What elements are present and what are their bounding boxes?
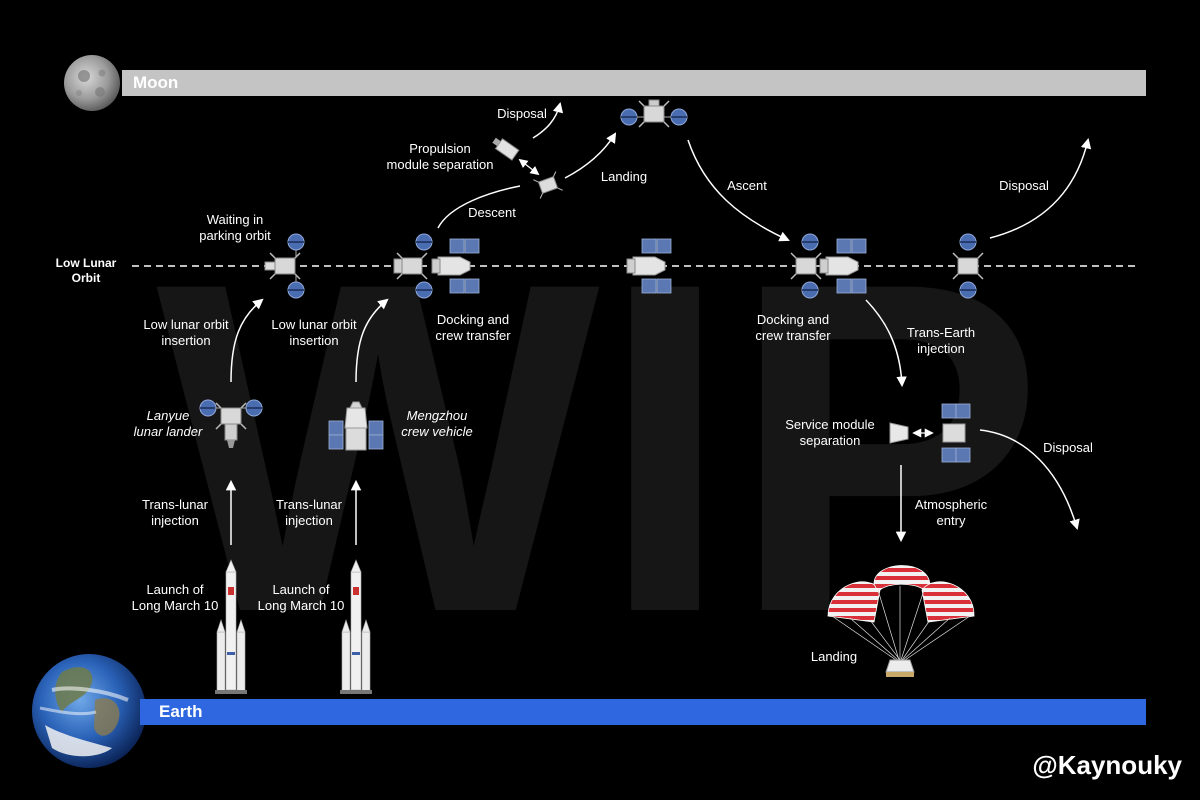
moon-label: Moon bbox=[133, 73, 179, 92]
ascent-label: Ascent bbox=[727, 178, 767, 193]
mengzhou-in-orbit-icon bbox=[626, 238, 672, 294]
lander-parking-orbit-icon bbox=[264, 233, 305, 299]
earth-globe bbox=[32, 654, 146, 768]
disposal-right-arrow bbox=[989, 137, 1092, 239]
descent-arrow bbox=[437, 185, 521, 229]
orbit-label-line1: Low Lunar bbox=[55, 256, 117, 270]
long-march-10-rocket-right bbox=[339, 559, 373, 695]
descent-label: Descent bbox=[468, 205, 516, 220]
docking-stack-2-icon bbox=[790, 233, 867, 299]
earth-bar: Earth bbox=[140, 699, 1146, 725]
lander-on-moon-icon bbox=[620, 99, 688, 128]
reentry-capsule-icon bbox=[889, 422, 909, 444]
disposal-sm-label: Disposal bbox=[1043, 440, 1093, 455]
loi-arrow-right bbox=[355, 298, 389, 383]
disposal-sm-arrow bbox=[979, 429, 1080, 531]
ascent-arrow bbox=[687, 139, 790, 242]
tei-arrow bbox=[865, 299, 907, 388]
separation-arrow bbox=[518, 158, 540, 176]
loi-arrow-left bbox=[230, 298, 264, 383]
moon-bar: Moon bbox=[122, 70, 1146, 96]
mengzhou-crew-vehicle-icon bbox=[328, 401, 384, 451]
disposal-top-label: Disposal bbox=[497, 106, 547, 121]
landing-moon-label: Landing bbox=[600, 169, 648, 184]
landing-arrow bbox=[564, 132, 617, 179]
orbit-label-line2: Orbit bbox=[71, 271, 101, 285]
propulsion-module-icon bbox=[492, 137, 520, 161]
landing-earth-label: Landing bbox=[810, 649, 858, 664]
service-module-icon bbox=[941, 403, 971, 463]
disposal-top-arrow bbox=[532, 101, 564, 139]
long-march-10-rocket-left bbox=[214, 559, 248, 695]
descending-lander-icon bbox=[533, 171, 563, 199]
low-lunar-orbit-label: Low Lunar Orbit bbox=[46, 256, 126, 286]
earth-label: Earth bbox=[159, 702, 203, 721]
disposal-right-label: Disposal bbox=[999, 178, 1049, 193]
parachutes-icon bbox=[827, 565, 975, 677]
svg-text:WIP: WIP bbox=[156, 185, 1044, 710]
lanyue-lander-icon bbox=[199, 399, 263, 448]
docking-stack-1-icon bbox=[393, 233, 480, 299]
author-credit: @Kaynouky bbox=[1032, 750, 1182, 780]
ascent-vehicle-disposal-icon bbox=[952, 233, 984, 299]
moon-globe bbox=[64, 55, 120, 111]
